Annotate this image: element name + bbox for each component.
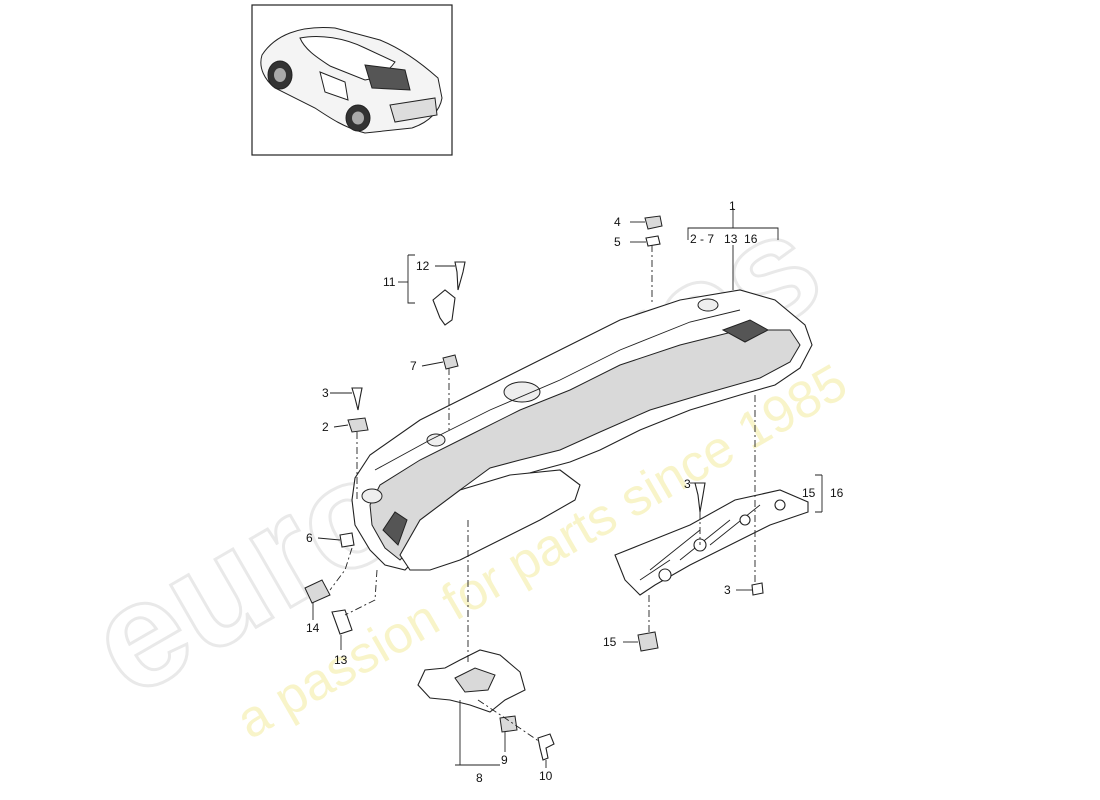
assembly-lines: [329, 245, 756, 743]
right-side-bracket: [614, 489, 809, 596]
callout-16: 16: [830, 486, 844, 500]
callout-6: 6: [306, 531, 313, 545]
screw-icon-3b: [694, 482, 706, 513]
dashboard-carrier: [351, 289, 813, 571]
clip-icon-4: [644, 215, 663, 230]
car-icon: [260, 26, 443, 134]
leader-lines: [312, 208, 823, 768]
callout-13: 13: [334, 653, 348, 667]
clip-icon-7: [442, 354, 459, 370]
callout-12: 12: [416, 259, 430, 273]
callout-11: 11: [383, 275, 396, 289]
callout-3-bottom: 3: [724, 583, 731, 597]
clip-icon-9: [499, 715, 518, 733]
callout-14: 14: [306, 621, 320, 635]
callout-7: 7: [410, 359, 417, 373]
callout-3-top: 3: [322, 386, 329, 400]
small-parts: [304, 215, 764, 761]
screw-icon-3: [351, 387, 363, 411]
callout-4: 4: [614, 215, 621, 229]
callout-1: 1: [729, 199, 736, 213]
lower-center-bracket: [417, 649, 526, 713]
strip-icon-13: [331, 609, 353, 635]
callouts: 1 2 - 7 13 16 2 3 3 3 4 5 6 7 8 9 10 11 …: [306, 199, 844, 785]
screw-icon-10: [537, 733, 555, 761]
clip-icon-14: [304, 579, 331, 604]
callout-3-right: 3: [684, 477, 691, 491]
callout-15-nut: 15: [603, 635, 617, 649]
nut-icon-15: [637, 631, 659, 652]
clip-icon-6: [339, 532, 355, 548]
callout-10: 10: [539, 769, 553, 783]
vehicle-thumbnail: [251, 4, 453, 156]
callout-5: 5: [614, 235, 621, 249]
holder-icon-11: [432, 289, 456, 326]
callout-8: 8: [476, 771, 483, 785]
screw-icon-3c: [751, 582, 764, 596]
callout-1-subparts: 2 - 7 13 16: [690, 232, 758, 246]
clip-icon-5: [645, 235, 661, 247]
callout-2: 2: [322, 420, 329, 434]
callout-9: 9: [501, 753, 508, 767]
callout-15-bracket: 15: [802, 486, 816, 500]
clip-icon-2: [347, 417, 369, 433]
screw-icon-12: [454, 261, 466, 291]
